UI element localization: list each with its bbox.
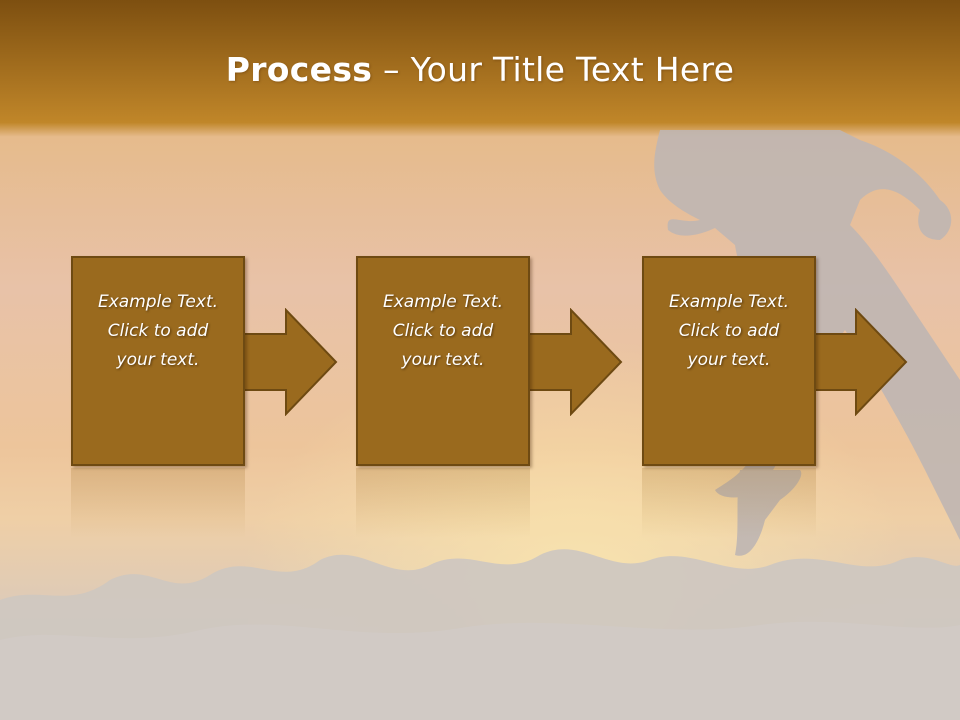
title-rest: – Your Title Text Here xyxy=(372,50,735,89)
step-1-text[interactable]: Example Text. Click to add your text. xyxy=(97,291,219,370)
step-1-arrow xyxy=(241,308,338,416)
step-3-box[interactable] xyxy=(642,256,816,466)
step-2-arrow xyxy=(526,308,623,416)
step-3-reflection xyxy=(642,468,816,538)
step-3-arrow xyxy=(811,308,908,416)
step-3-text[interactable]: Example Text. Click to add your text. xyxy=(668,291,790,370)
step-2-box[interactable] xyxy=(356,256,530,466)
step-2-reflection xyxy=(356,468,530,538)
step-2-text[interactable]: Example Text. Click to add your text. xyxy=(382,291,504,370)
step-1-reflection xyxy=(71,468,245,538)
title-bold: Process xyxy=(225,50,373,89)
step-1-box[interactable] xyxy=(71,256,245,466)
slide-title: Process – Your Title Text Here xyxy=(0,50,960,89)
